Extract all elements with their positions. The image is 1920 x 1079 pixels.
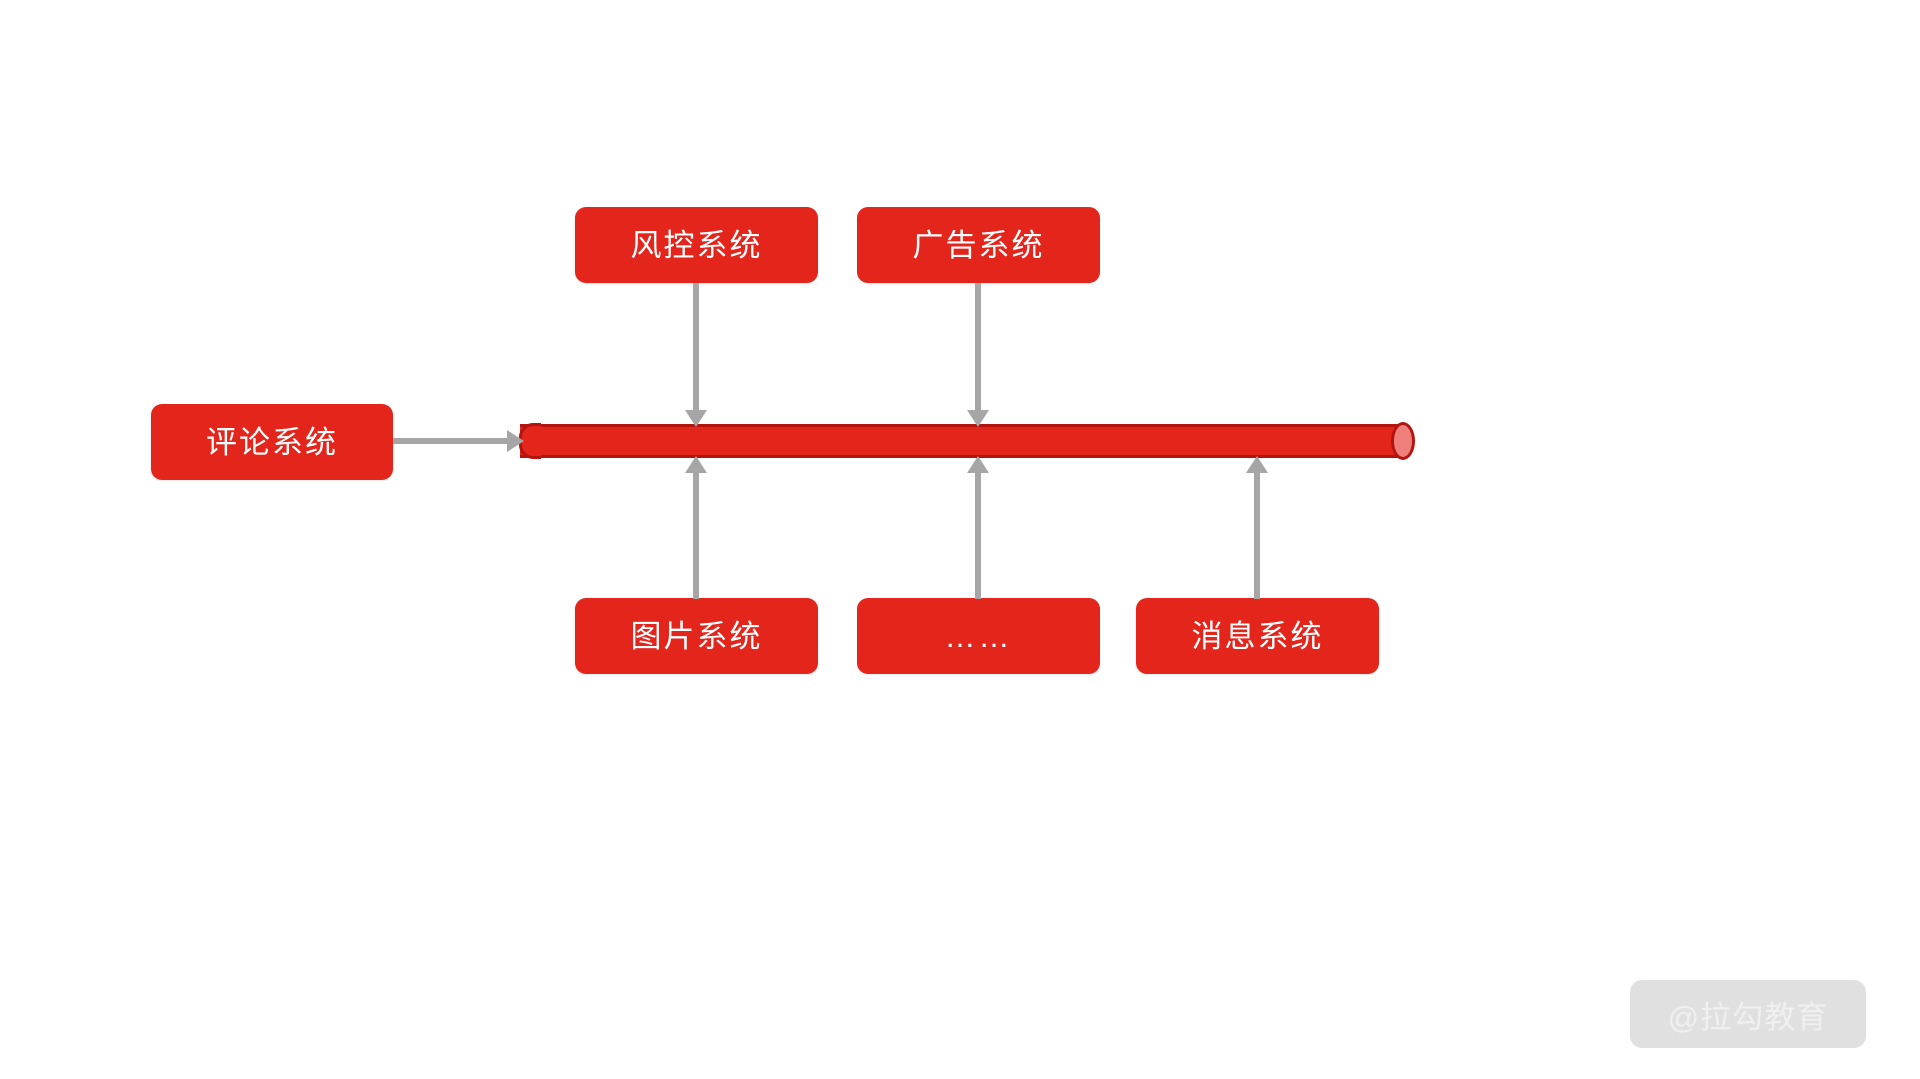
arrow-image-to-bus: [681, 456, 711, 599]
arrow-head: [1246, 456, 1268, 473]
arrow-ads-to-bus: [963, 283, 993, 427]
arrow-shaft: [393, 438, 511, 444]
pipe-cap-right: [1391, 422, 1415, 460]
arrow-shaft: [693, 283, 699, 413]
watermark-text: @拉勾教育: [1667, 999, 1829, 1035]
system-box-label: 评论系统: [206, 424, 338, 460]
system-box-label: 消息系统: [1191, 618, 1324, 654]
arrow-shaft: [1254, 469, 1260, 599]
arrow-riskcontrol-to-bus: [681, 283, 711, 427]
pipe-body: [520, 424, 1404, 458]
arrow-message-to-bus: [1242, 456, 1272, 599]
system-box-comment[interactable]: 评论系统: [151, 404, 393, 480]
system-box-image[interactable]: 图片系统: [575, 598, 818, 674]
arrow-shaft: [975, 283, 981, 413]
arrow-shaft: [975, 469, 981, 599]
system-box-label: ……: [944, 618, 1013, 654]
arrow-head: [967, 410, 989, 427]
system-box-label: 图片系统: [630, 618, 763, 654]
message-bus-pipe: [519, 422, 1415, 460]
system-box-ads[interactable]: 广告系统: [857, 207, 1100, 283]
system-box-label: 风控系统: [630, 227, 763, 263]
watermark-badge: @拉勾教育: [1630, 980, 1866, 1048]
system-box-riskcontrol[interactable]: 风控系统: [575, 207, 818, 283]
arrow-head: [685, 456, 707, 473]
arrow-head: [685, 410, 707, 427]
system-box-message[interactable]: 消息系统: [1136, 598, 1379, 674]
arrow-others-to-bus: [963, 456, 993, 599]
arrow-head: [507, 430, 524, 452]
arrow-shaft: [693, 469, 699, 599]
arrow-head: [967, 456, 989, 473]
system-box-label: 广告系统: [912, 227, 1045, 263]
system-box-others[interactable]: ……: [857, 598, 1100, 674]
arrow-comment-to-bus: [393, 426, 524, 456]
